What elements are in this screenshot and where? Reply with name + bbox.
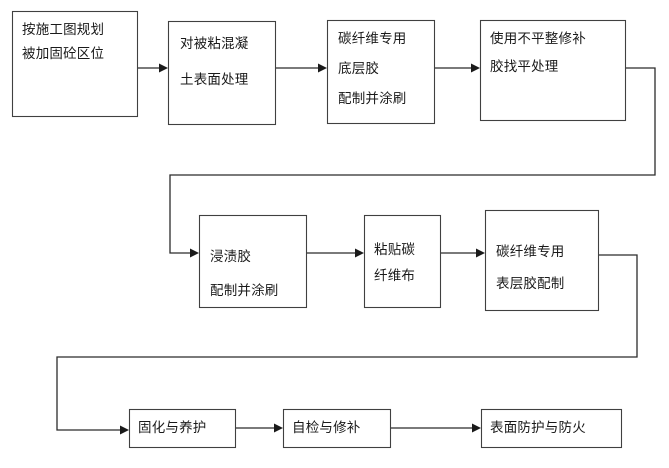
arrowhead-icon xyxy=(471,63,480,73)
process-box-n8[interactable] xyxy=(128,408,237,449)
connector-n4-to-n5 xyxy=(169,67,656,254)
process-box-n2[interactable] xyxy=(167,20,277,126)
arrowhead-icon xyxy=(472,423,481,433)
arrowhead-icon xyxy=(355,248,364,258)
process-box-n7[interactable] xyxy=(484,209,600,312)
process-box-n9[interactable] xyxy=(282,408,392,449)
arrowhead-icon xyxy=(159,63,168,73)
process-box-n3[interactable] xyxy=(326,19,436,125)
arrowhead-icon xyxy=(476,248,485,258)
arrowhead-icon xyxy=(190,248,199,258)
process-box-n10[interactable] xyxy=(480,408,623,449)
process-box-n5[interactable] xyxy=(198,214,308,309)
process-box-n4[interactable] xyxy=(479,19,627,122)
node-box-layer xyxy=(11,10,627,449)
arrowhead-icon xyxy=(274,423,283,433)
arrowhead-icon xyxy=(120,425,129,435)
connector-layer xyxy=(56,63,656,435)
connector-n7-to-n8 xyxy=(56,254,638,431)
arrowhead-icon xyxy=(318,63,327,73)
process-box-n6[interactable] xyxy=(363,214,442,309)
process-box-n1[interactable] xyxy=(11,10,139,118)
